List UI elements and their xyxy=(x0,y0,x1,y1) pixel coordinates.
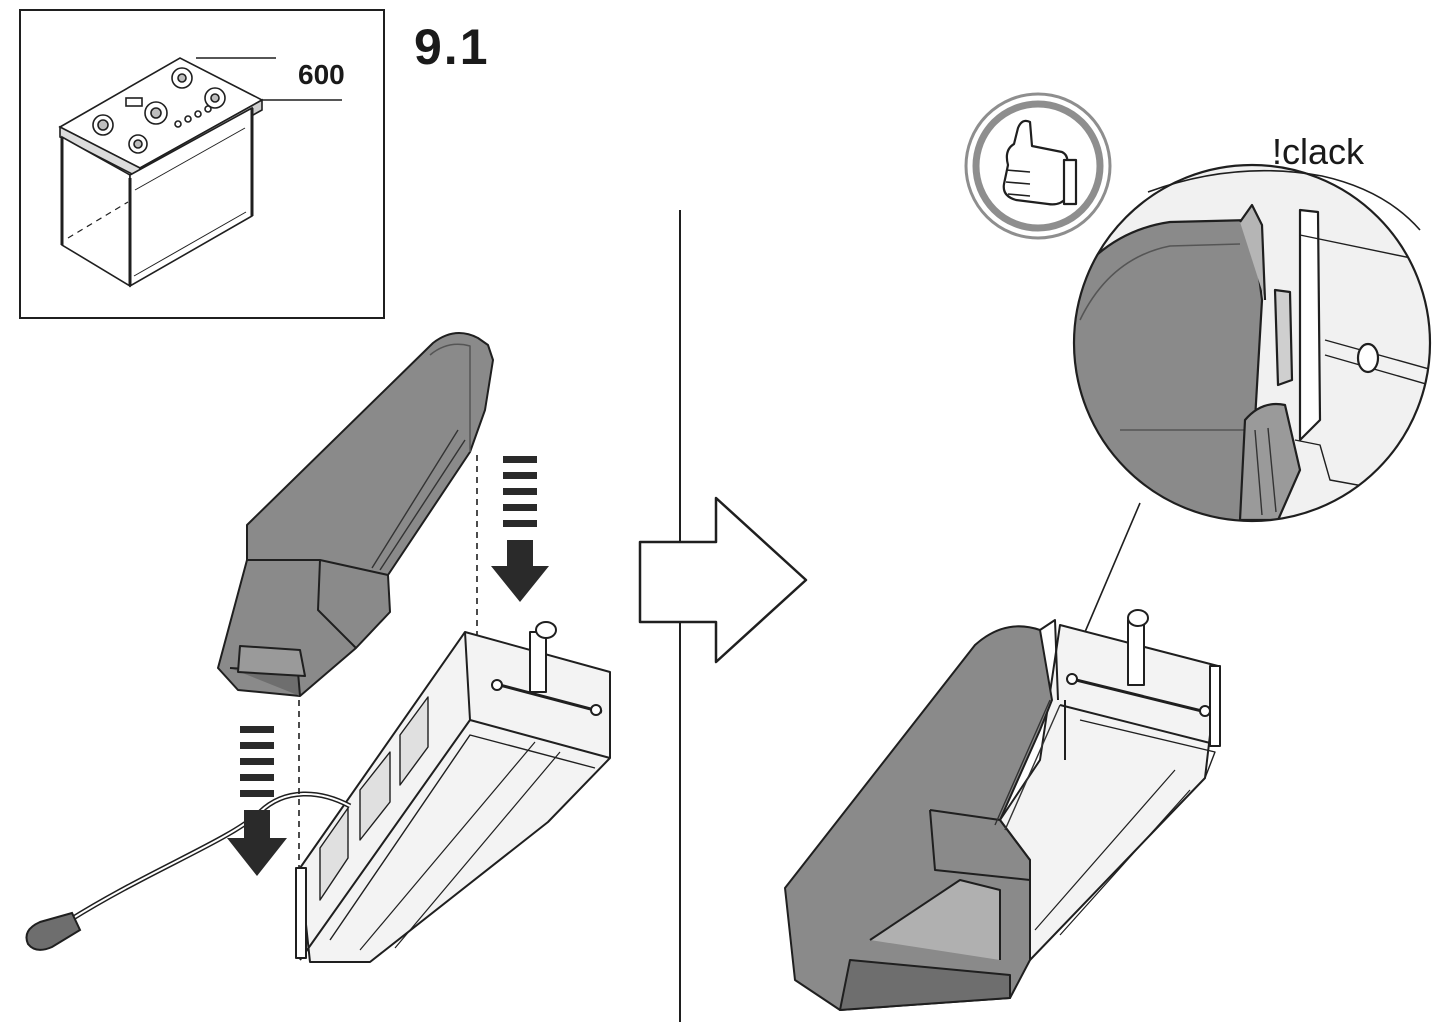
sound-arc xyxy=(1147,169,1421,231)
zoom-detail xyxy=(1072,163,1432,523)
assembled-unit xyxy=(784,609,1221,1011)
plug-icon xyxy=(25,911,82,951)
cabinet-illustration xyxy=(58,57,342,288)
base-tray-left xyxy=(295,621,611,963)
step-number: 9.1 xyxy=(414,19,490,75)
alignment-guides xyxy=(298,455,478,868)
arrow-right-icon xyxy=(638,496,808,664)
zoom-leader-line xyxy=(1084,502,1141,633)
cover-housing xyxy=(217,332,494,697)
dimension-label: 600 xyxy=(298,59,345,90)
arrow-down-icon xyxy=(227,726,287,876)
thumbs-up-icon xyxy=(964,92,1112,240)
arrow-down-icon xyxy=(491,456,549,602)
sound-label: !clack xyxy=(1272,131,1365,172)
